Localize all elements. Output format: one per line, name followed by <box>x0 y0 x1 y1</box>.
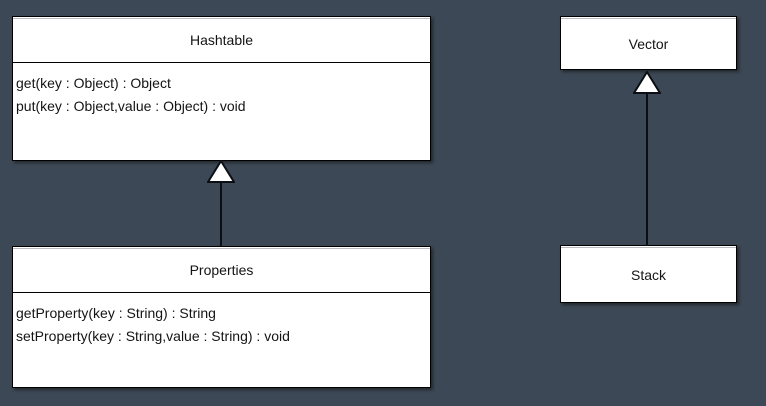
class-members-hashtable: get(key : Object) : Object put(key : Obj… <box>13 63 430 118</box>
class-member: getProperty(key : String) : String <box>16 305 216 321</box>
class-members-properties: getProperty(key : String) : String setPr… <box>13 293 430 348</box>
connector-line <box>646 92 648 246</box>
class-box-hashtable[interactable]: Hashtable get(key : Object) : Object put… <box>12 16 431 161</box>
class-title-vector: Vector <box>628 36 669 52</box>
generalization-stack-to-vector <box>633 71 661 246</box>
class-title-stack: Stack <box>630 267 666 283</box>
class-title-hashtable: Hashtable <box>13 17 430 63</box>
class-box-properties[interactable]: Properties getProperty(key : String) : S… <box>12 246 431 388</box>
class-member: setProperty(key : String,value : String)… <box>16 328 290 344</box>
class-title-properties: Properties <box>13 247 430 293</box>
generalization-triangle-icon <box>633 71 661 94</box>
connector-line <box>220 181 222 246</box>
class-box-vector[interactable]: Vector <box>560 16 737 70</box>
class-member: put(key : Object,value : Object) : void <box>16 98 246 114</box>
generalization-triangle-icon <box>207 160 235 183</box>
class-box-stack[interactable]: Stack <box>560 245 737 303</box>
generalization-properties-to-hashtable <box>207 160 235 246</box>
class-member: get(key : Object) : Object <box>16 75 171 91</box>
